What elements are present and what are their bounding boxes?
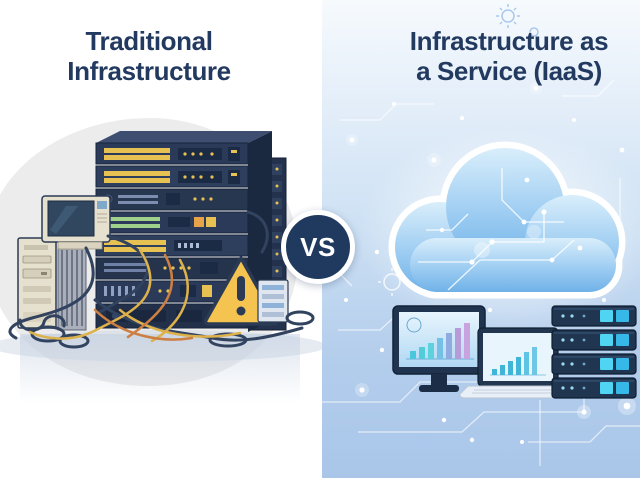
vs-badge: VS [281,210,355,284]
laptop-chart-icon [459,327,577,399]
desktop-tower-pc-icon [17,237,57,329]
vs-label: VS [300,231,336,262]
left-title-line1: Traditional [85,26,213,56]
traditional-infrastructure-illustration [0,118,322,404]
cloud-server-stack-icon [551,305,637,399]
rack-server-stack-icon [95,131,272,332]
panel-traditional-infrastructure [0,118,322,404]
monitor-chart-icon [392,305,486,392]
right-panel-title: Infrastructure as a Service (IaaS) [322,26,640,86]
tangled-cables-icon [8,210,315,349]
crt-monitor-icon [41,195,111,250]
right-title-line2: a Service (IaaS) [416,56,602,86]
gray-mini-tower-icon [57,245,87,331]
external-drive-icon [257,279,289,323]
cloud-icon [388,141,626,299]
panel-iaas [322,0,640,478]
iaas-illustration [322,4,640,466]
glow-dots [344,82,636,444]
right-title-line1: Infrastructure as [409,26,609,56]
left-title-line2: Infrastructure [67,56,231,86]
left-panel-title: Traditional Infrastructure [0,26,322,86]
